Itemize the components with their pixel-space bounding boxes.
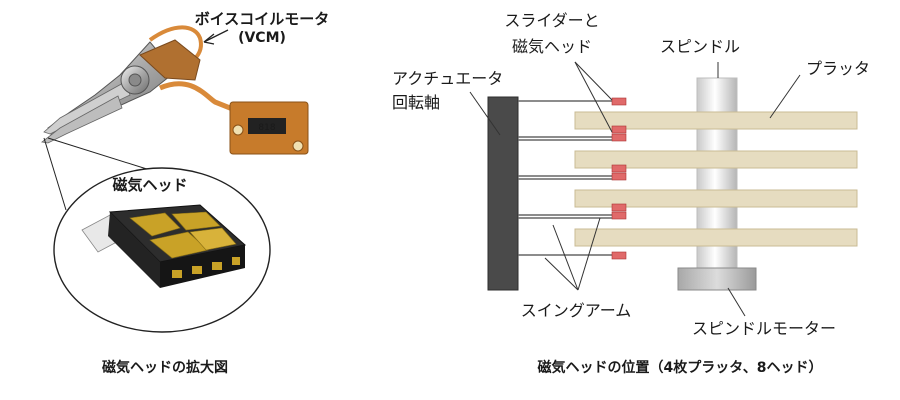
arm-top [43, 81, 131, 135]
vcm-pointer-arrow [203, 29, 229, 43]
slider-head-label-line2: 磁気ヘッド [512, 37, 592, 56]
pcb-connector [232, 124, 244, 136]
spindle-motor-label: スピンドルモーター [692, 319, 836, 338]
pcb-connector [292, 140, 304, 152]
slider [611, 164, 627, 173]
platter [574, 228, 858, 247]
platter [574, 150, 858, 169]
slider [611, 251, 627, 260]
left-caption: 磁気ヘッドの拡大図 [102, 359, 228, 376]
pcb-chip-text: 818 [258, 123, 275, 133]
platters [574, 111, 858, 247]
slider [611, 172, 627, 181]
leader-actuator [469, 91, 501, 136]
swing-arm-label: スイングアーム [521, 301, 632, 320]
slider [611, 203, 627, 212]
slider [611, 125, 627, 134]
flex-cable [159, 81, 241, 115]
actuator-pivot [487, 96, 519, 291]
arm-bottom [41, 95, 123, 144]
zoom-line [47, 137, 151, 171]
leader-swing-arm [577, 217, 601, 291]
spindle-label: スピンドル [660, 37, 740, 56]
leader-lines [469, 61, 801, 317]
slider [611, 133, 627, 142]
vcm-label-line2: (VCM) [238, 30, 286, 46]
platter [574, 111, 858, 130]
leader-spindle-motor [727, 287, 746, 317]
leader-swing-arm [544, 257, 579, 291]
platter-label: プラッタ [806, 59, 870, 78]
leader-swing-arm [552, 224, 579, 291]
spindle-motor [677, 267, 757, 291]
pivot-center [128, 73, 142, 87]
right-caption: 磁気ヘッドの位置（4枚プラッタ、8ヘッド） [537, 359, 822, 376]
pcb-chip [248, 118, 286, 134]
leader-slider [574, 61, 613, 101]
vcm-arrow-head [203, 33, 215, 45]
actuator-label-line2: 回転軸 [392, 93, 440, 112]
vcm-coil [139, 39, 201, 81]
slider [611, 97, 627, 106]
leader-platter [769, 74, 801, 119]
leader-slider [574, 61, 613, 133]
magnetic-head-label: 磁気ヘッド [112, 176, 187, 194]
slider-head-label-line1: スライダーと [504, 11, 599, 30]
slider-chip-illustration [81, 204, 247, 288]
vcm-label-line1: ボイスコイルモータ [195, 10, 330, 28]
swing-arms [518, 97, 627, 260]
head-assembly-photo: 818 [41, 25, 309, 155]
slider [611, 211, 627, 220]
platter [574, 189, 858, 208]
zoom-line [43, 137, 67, 211]
actuator-label-line1: アクチュエータ [392, 69, 503, 88]
